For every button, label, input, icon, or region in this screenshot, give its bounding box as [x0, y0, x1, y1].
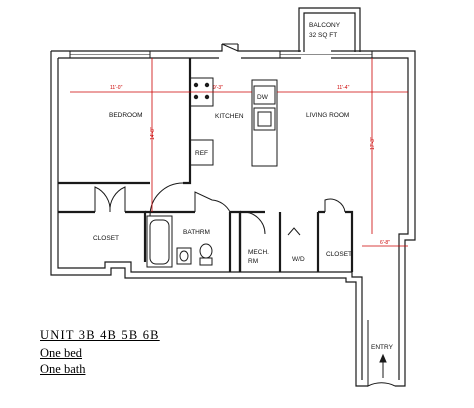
label-bedroom: BEDROOM	[109, 112, 143, 119]
dim-kitchen-width: 9'-3"	[213, 85, 223, 91]
label-ref: REF	[195, 150, 208, 157]
label-balcony: BALCONY	[309, 22, 341, 29]
label-bathrm: BATHRM	[183, 229, 210, 236]
label-living-room: LIVING ROOM	[306, 112, 349, 119]
dimension-lines	[70, 58, 408, 247]
unit-title: UNIT 3B 4B 5B 6B	[40, 328, 160, 342]
label-entry: ENTRY	[371, 344, 394, 351]
label-closet-right: CLOSET	[326, 251, 352, 258]
bathroom-fixtures	[146, 215, 213, 268]
label-dw: DW	[257, 94, 269, 101]
label-balcony-area: 32 SQ FT	[309, 32, 337, 39]
interior-walls	[58, 58, 354, 272]
dim-entry-width: 6'-8"	[380, 240, 390, 246]
range-burners	[193, 82, 210, 100]
dim-living-depth: 17'-3"	[370, 137, 376, 150]
entry-arrow-icon	[379, 353, 387, 378]
windows	[69, 51, 373, 58]
dim-bedroom-width: 11'-0"	[110, 85, 123, 91]
dim-living-width: 11'-4"	[337, 85, 350, 91]
bath-count: One bath	[40, 362, 86, 376]
label-mech: MECH.	[248, 249, 269, 256]
bed-count: One bed	[40, 346, 82, 360]
label-kitchen: KITCHEN	[215, 113, 244, 120]
door-swings	[94, 43, 396, 387]
dim-bedroom-depth: 14'-8"	[150, 127, 156, 140]
exterior-walls	[50, 44, 416, 387]
label-wd: W/D	[292, 256, 305, 263]
balcony	[298, 7, 361, 52]
label-closet-left: CLOSET	[93, 235, 119, 242]
label-mech-rm: RM	[248, 258, 258, 265]
